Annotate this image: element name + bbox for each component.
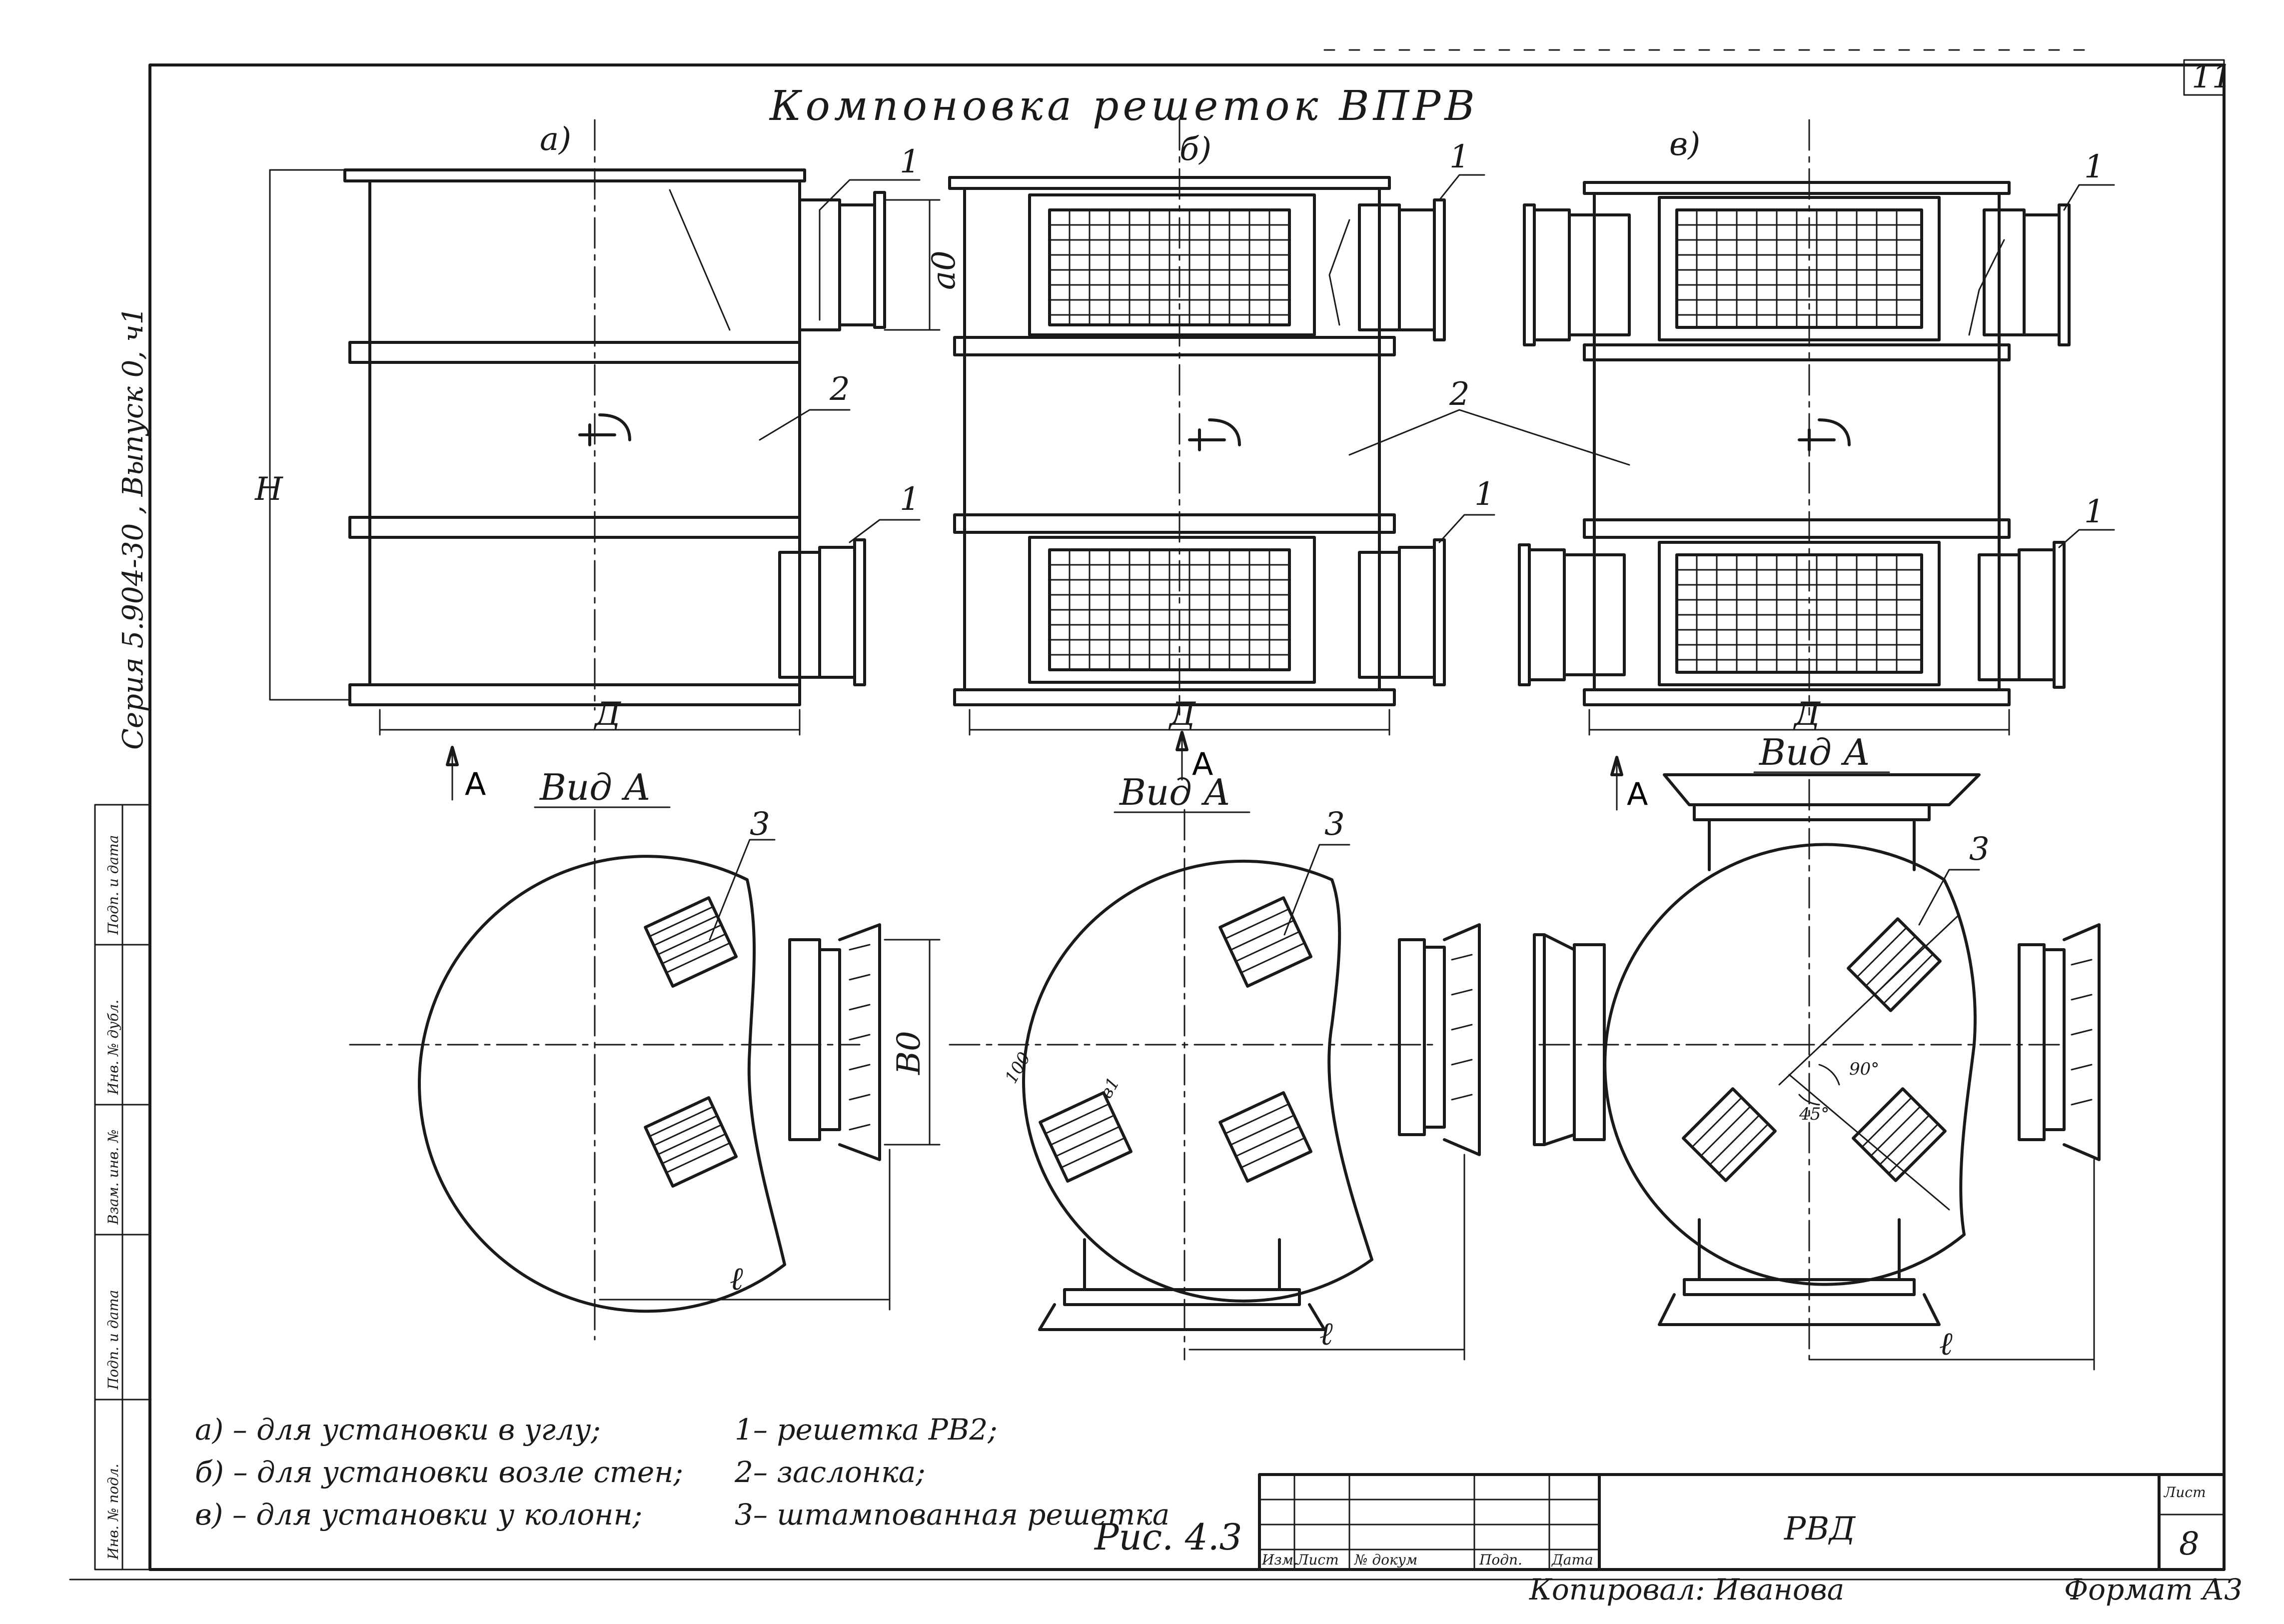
legend-left-1: а) – для установки в углу; xyxy=(195,1413,601,1447)
legend-right-3: 3– штампованная решетка xyxy=(735,1498,1169,1532)
callout-1-v-top: 1 xyxy=(2084,148,2105,185)
elevation-a xyxy=(269,119,941,736)
dim-d-b: Д xyxy=(1168,696,1196,733)
sheet-label: Лист xyxy=(2163,1484,2206,1501)
elevation-v xyxy=(1518,119,2115,736)
legend-left-3: в) – для установки у колонн; xyxy=(195,1498,642,1532)
legend-left-2: б) – для установки возле стен; xyxy=(195,1455,683,1489)
drawing-title: Компоновка решеток ВПРВ xyxy=(769,82,1479,130)
dim-b0: В0 xyxy=(891,1031,928,1075)
legend-right-1: 1– решетка РВ2; xyxy=(735,1413,998,1447)
sheet-number-top: 11 xyxy=(2192,58,2232,95)
callout-1-a-top: 1 xyxy=(900,143,920,180)
arrow-label-a: А xyxy=(465,766,486,802)
stamp-col-5: Дата xyxy=(1551,1552,1593,1568)
stamp-text-2: Подп. и дата xyxy=(105,1290,121,1390)
stamp-col-4: Подп. xyxy=(1479,1552,1522,1568)
dim-a0: а0 xyxy=(926,250,963,290)
dim-d-v: Д xyxy=(1793,696,1821,733)
callout-3-b: 3 xyxy=(1324,806,1345,843)
arrow-label-v: А xyxy=(1627,776,1648,812)
series-label: Серия 5.904-30 , Выпуск 0, ч1 xyxy=(117,307,149,750)
drawing-code: РВД xyxy=(1784,1511,1856,1548)
plan-view-b xyxy=(949,809,1481,1361)
stamp-text-4: Инв. № дубл. xyxy=(105,1000,121,1095)
left-stamp xyxy=(94,804,151,1571)
variant-label-v: в) xyxy=(1669,126,1700,163)
view-label-a: Вид А xyxy=(539,766,651,808)
dim-l-v: ℓ xyxy=(1939,1326,1953,1363)
angle-45: 45° xyxy=(1799,1104,1829,1124)
callout-1-a-bottom: 1 xyxy=(900,481,920,518)
dim-100: 100 xyxy=(1001,1049,1035,1087)
dim-l-a: ℓ xyxy=(730,1261,743,1298)
dim-d-a: Д xyxy=(593,696,621,733)
figure-label: Рис. 4.3 xyxy=(1094,1516,1242,1558)
view-label-v: Вид А xyxy=(1758,731,1870,773)
dim-b1: в1 xyxy=(1096,1074,1124,1102)
sheet-value: 8 xyxy=(2179,1526,2200,1563)
mesh-b-top xyxy=(1049,209,1290,326)
dim-h: H xyxy=(254,471,283,508)
dim-l-b: ℓ xyxy=(1319,1316,1333,1353)
callout-1-b-top: 1 xyxy=(1449,138,1470,175)
callout-3-v: 3 xyxy=(1969,831,1990,868)
callout-1-b-bottom: 1 xyxy=(1474,476,1495,513)
mesh-b-bottom xyxy=(1049,549,1290,671)
stamp-col-1: Изм. xyxy=(1261,1552,1298,1568)
stamp-col-3: № докум xyxy=(1354,1552,1417,1568)
stamp-col-2: Лист xyxy=(1296,1552,1339,1568)
copied-by: Копировал: Иванова xyxy=(1529,1573,1844,1607)
view-arrows xyxy=(446,731,1623,811)
format-label: Формат А3 xyxy=(2064,1573,2243,1607)
callout-3-a: 3 xyxy=(750,806,770,843)
elevation-b xyxy=(948,119,1630,736)
variant-label-a: а) xyxy=(540,121,571,158)
view-label-b: Вид А xyxy=(1119,771,1230,813)
plan-view-v xyxy=(1533,773,2101,1371)
arrow-label-b: А xyxy=(1192,746,1213,782)
plan-view-a xyxy=(349,809,941,1341)
stamp-text-1: Инв. № подл. xyxy=(105,1464,121,1560)
stamp-text-3: Взам. инв. № xyxy=(105,1129,121,1225)
callout-1-v-bottom: 1 xyxy=(2084,493,2105,530)
stamp-text-5: Подп. и дата xyxy=(105,835,121,935)
legend-right-2: 2– заслонка; xyxy=(734,1455,926,1489)
mesh-v-bottom xyxy=(1676,554,1923,673)
mesh-v-top xyxy=(1676,209,1923,328)
callout-2-b: 2 xyxy=(1449,376,1470,413)
title-block xyxy=(1258,1473,2226,1571)
callout-2-a: 2 xyxy=(829,371,850,408)
variant-label-b: б) xyxy=(1179,131,1211,168)
angle-90: 90° xyxy=(1849,1059,1879,1079)
